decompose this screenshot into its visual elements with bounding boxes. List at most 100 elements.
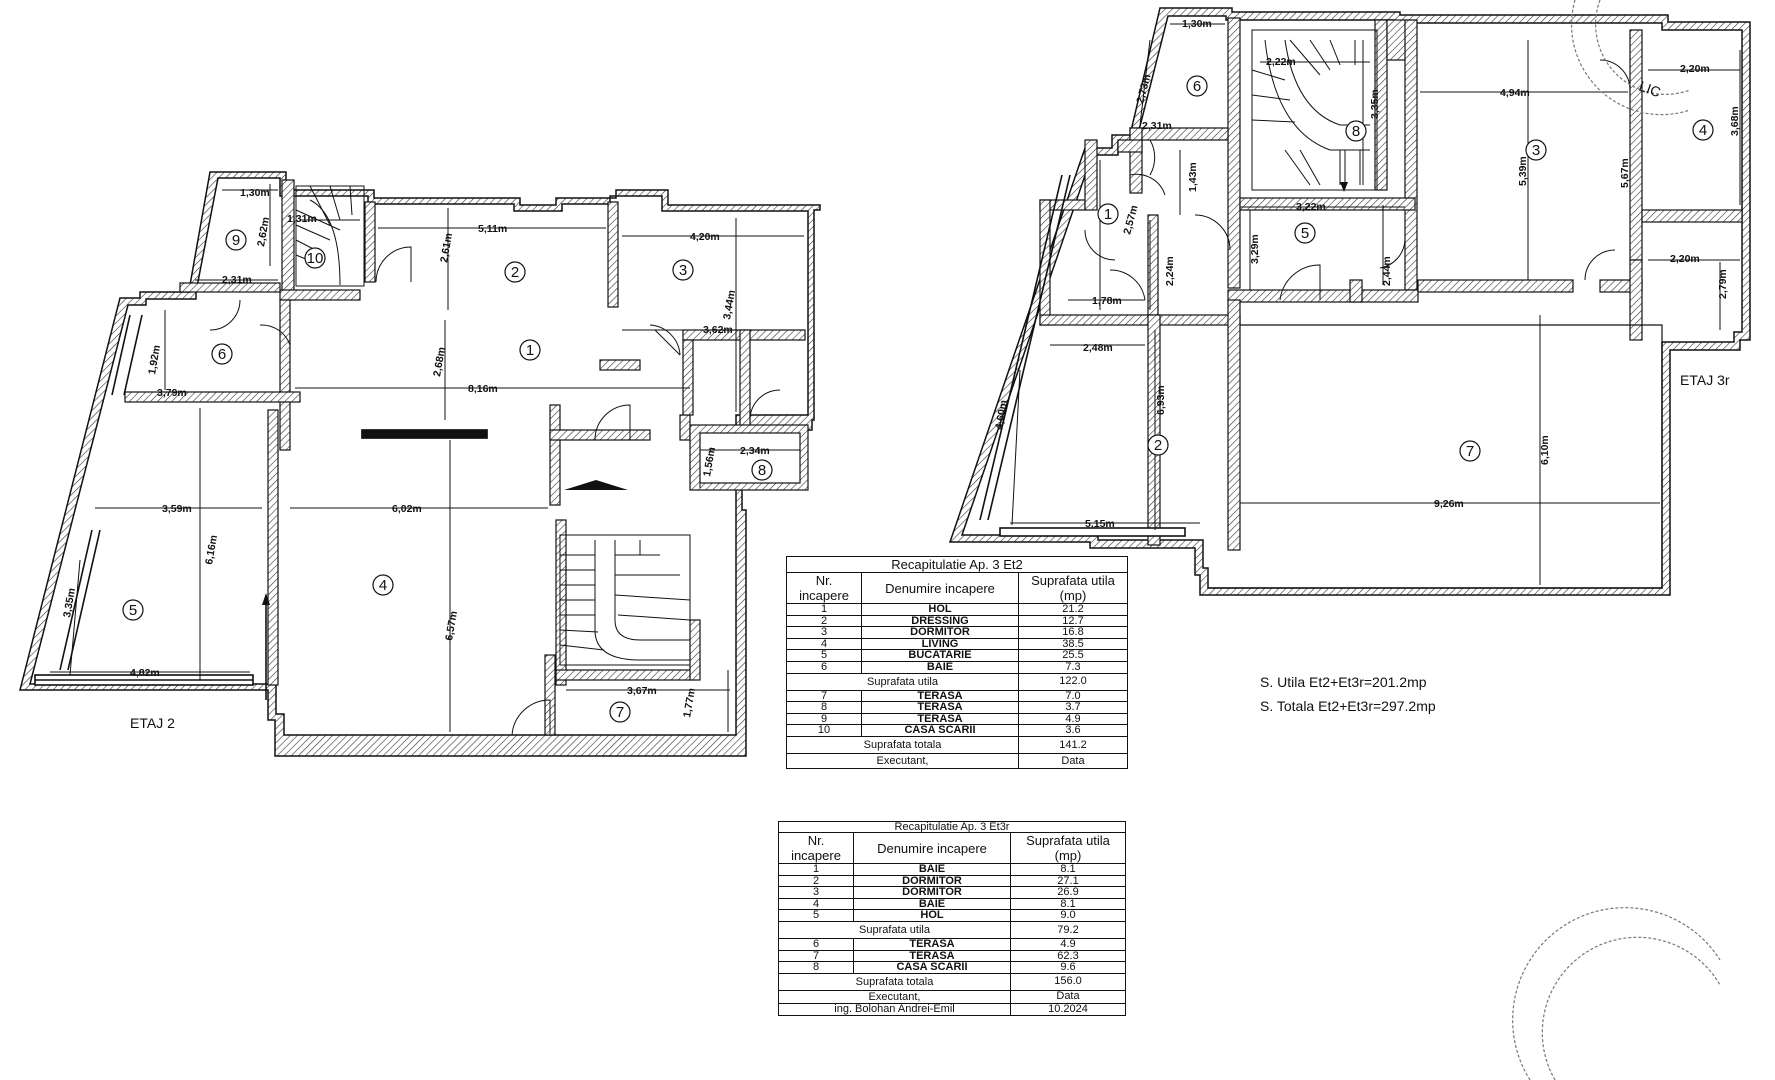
dimension-label: 3,22m (1296, 201, 1326, 213)
dimension-label: 8,16m (468, 383, 498, 395)
room-et2-1-circle (519, 339, 541, 361)
room-et3r-5-circle (1294, 222, 1316, 244)
dimension-label: 4,60m (993, 399, 1010, 430)
executant-row: Executant,Data (778, 989, 1126, 1004)
dimension-label: 4,82m (130, 667, 160, 679)
room-et3r-4-circle (1692, 119, 1714, 141)
dimension-label: 6,10m (1539, 435, 1551, 465)
summary-utila: S. Utila Et2+Et3r=201.2mp (1260, 674, 1427, 690)
dimension-label: 6,02m (392, 503, 422, 515)
dimension-label: 3,67m (627, 685, 657, 697)
dimension-label: 4,94m (1500, 87, 1530, 99)
dimension-label: 3,68m (1729, 106, 1741, 136)
dimension-label: 1,43m (1187, 162, 1199, 192)
col-nr: Nr. incapere (786, 572, 862, 604)
dimension-label: 2,79m (1717, 269, 1729, 299)
room-et3r-8: 8 (1352, 123, 1360, 140)
room-et2-3: 3 (679, 262, 687, 279)
dimension-label: 1,77m (681, 687, 698, 718)
dimension-label: 3,35m (1369, 89, 1381, 119)
dimension-label: 2,20m (1670, 253, 1700, 265)
room-et2-4-circle (372, 574, 394, 596)
recap-et2-title: Recapitulatie Ap. 3 Et2 (786, 556, 1128, 573)
stamp-seal (1512, 0, 1721, 1080)
dimension-label: 5,67m (1619, 158, 1631, 188)
recap-table-et2: Recapitulatie Ap. 3 Et2 Nr. incapere Den… (786, 556, 1128, 769)
room-et3r-2: 2 (1154, 437, 1162, 454)
dimension-label: 2,44m (1381, 256, 1393, 286)
dimension-label: 2,22m (1266, 56, 1296, 68)
stamp-text: LIC (1637, 78, 1663, 100)
dimension-label: 1,30m (240, 187, 270, 199)
dimension-label: 2,73m (1134, 73, 1153, 105)
outer-wall-et2 (19, 171, 821, 757)
dimension-label: 3,59m (162, 503, 192, 515)
entrance-arrow-icon (564, 480, 628, 490)
room-et2-4: 4 (379, 577, 387, 594)
room-et3r-1-circle (1097, 203, 1119, 225)
room-et3r-3-circle (1525, 139, 1547, 161)
dimension-label: 5,11m (478, 223, 507, 235)
dimension-label: 1,92m (146, 344, 163, 375)
room-et3r-6-circle (1186, 75, 1208, 97)
room-et2-2-circle (504, 261, 526, 283)
room-et2-8-circle (751, 459, 773, 481)
dimension-label: 2,48m (1083, 342, 1113, 354)
dimension-label: 3,62m (703, 324, 733, 336)
room-et2-10-circle (304, 247, 326, 269)
dimension-label: 1,56m (701, 446, 718, 477)
dimension-label: 2,61m (438, 232, 455, 263)
executant-row: Executant,Data (786, 752, 1128, 769)
dimension-label: 2,68m (431, 346, 448, 377)
dimension-label: 1,30m (1182, 18, 1212, 30)
dimension-label: 2,31m (222, 274, 252, 286)
col-suprafata: Suprafata utila (mp) (1018, 572, 1128, 604)
room-et2-9-circle (225, 229, 247, 251)
dimension-label: 3,44m (721, 289, 738, 320)
summary-totala: S. Totala Et2+Et3r=297.2mp (1260, 698, 1436, 714)
dimension-label: 1,78m (1092, 295, 1122, 307)
room-et3r-7: 7 (1466, 443, 1474, 460)
room-et3r-1: 1 (1104, 206, 1112, 223)
recap-et3r-title: Recapitulatie Ap. 3 Et3r (778, 821, 1126, 833)
dimension-label: 2,62m (255, 216, 272, 247)
room-et2-3-circle (672, 259, 694, 281)
plan-etaj-3r (948, 7, 1751, 596)
dimension-label: 9,26m (1434, 498, 1464, 510)
dimension-label: 4,20m (690, 231, 720, 243)
room-et3r-6: 6 (1193, 78, 1201, 95)
room-et3r-5: 5 (1301, 225, 1309, 242)
room-et2-5: 5 (129, 602, 137, 619)
dimension-label: 6,16m (203, 534, 220, 565)
dimension-label: 5,15m (1085, 518, 1115, 530)
room-et2-2: 2 (511, 264, 519, 281)
dimension-label: 2,24m (1164, 256, 1176, 286)
room-et3r-7-circle (1459, 440, 1481, 462)
room-et2-1: 1 (526, 342, 534, 359)
dimension-label: 3,35m (61, 587, 78, 618)
room-et3r-8-circle (1345, 120, 1367, 142)
dimension-label: 3,29m (1249, 234, 1261, 264)
dimension-label: 3,79m (157, 387, 187, 399)
plan-title-et2: ETAJ 2 (130, 715, 175, 731)
dimension-label: 2,20m (1680, 63, 1710, 75)
room-et2-9: 9 (232, 232, 240, 249)
room-et3r-4: 4 (1699, 122, 1707, 139)
